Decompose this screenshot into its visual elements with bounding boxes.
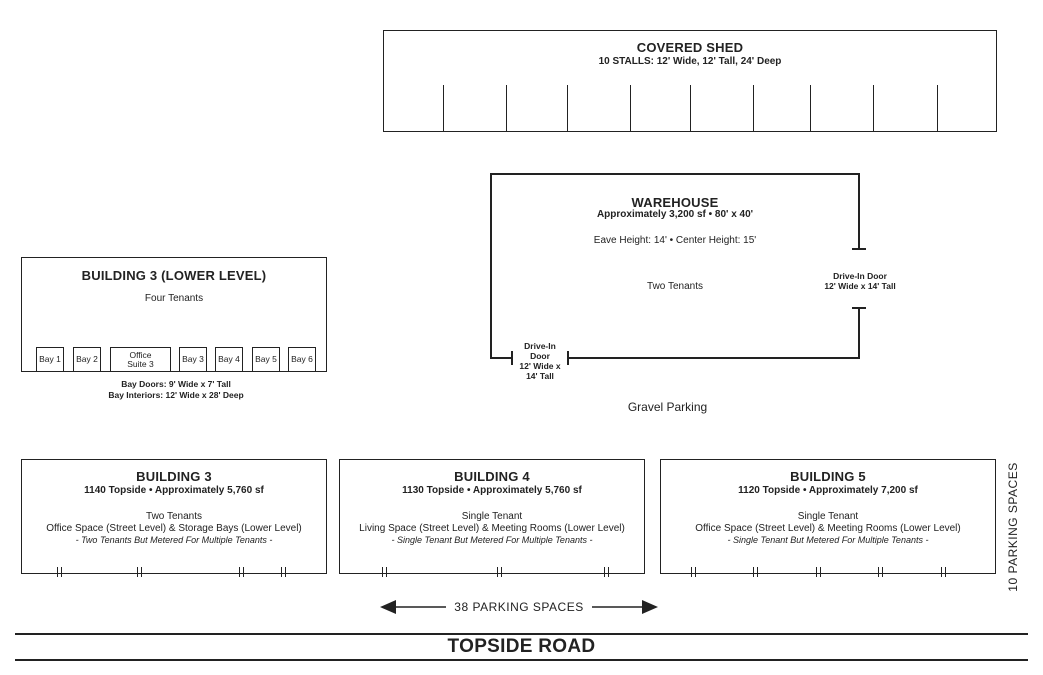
warehouse-heights: Eave Height: 14' • Center Height: 15': [593, 235, 757, 246]
building3-lower-title: BUILDING 3 (LOWER LEVEL): [81, 268, 267, 283]
building5: BUILDING 5 1120 Topside • Approximately …: [660, 459, 996, 574]
utility-meter-mark: [691, 567, 696, 577]
warehouse-wall-top: [490, 173, 860, 175]
shed-stall-divider: [937, 85, 939, 131]
utility-meter-mark: [604, 567, 609, 577]
utility-meter-mark: [816, 567, 821, 577]
warehouse-title: WAREHOUSE: [631, 195, 719, 210]
building-meter-note: - Single Tenant But Metered For Multiple…: [727, 535, 929, 545]
bay: Bay 2: [73, 347, 101, 372]
drive-in-door-right-label: Drive-In Door 12' Wide x 14' Tall: [810, 271, 910, 291]
building-tenants: Single Tenant: [461, 511, 523, 522]
utility-meter-mark: [57, 567, 62, 577]
door-label-line: 12' Wide x 14' Tall: [824, 281, 896, 291]
building-tenants: Two Tenants: [146, 511, 202, 522]
shed-stall-divider: [443, 85, 445, 131]
drive-in-door-bottom-label: Drive-In Door 12' Wide x 14' Tall: [508, 341, 572, 381]
office-suite: Office Suite 3: [110, 347, 171, 372]
warehouse-subtitle: Approximately 3,200 sf • 80' x 40': [596, 209, 754, 220]
bay-interiors-note: Bay Interiors: 12' Wide x 28' Deep: [108, 390, 244, 400]
utility-meter-mark: [753, 567, 758, 577]
bay: Bay 3: [179, 347, 207, 372]
door-label-line: Drive-In: [524, 341, 556, 351]
building-tenants: Single Tenant: [797, 511, 859, 522]
utility-meter-mark: [497, 567, 502, 577]
utility-meter-mark: [382, 567, 387, 577]
shed-stall-divider: [567, 85, 569, 131]
building-meter-note: - Single Tenant But Metered For Multiple…: [391, 535, 593, 545]
front-parking-label: 38 PARKING SPACES: [454, 600, 584, 614]
bay: Bay 5: [252, 347, 280, 372]
door-jamb: [511, 351, 513, 365]
building-title: BUILDING 3: [136, 469, 212, 484]
shed-stall-divider: [506, 85, 508, 131]
shed-stall-divider: [810, 85, 812, 131]
covered-shed-subtitle: 10 STALLS: 12' Wide, 12' Tall, 24' Deep: [598, 56, 782, 67]
warehouse-wall-bottom-left: [490, 357, 512, 359]
building-use: Office Space (Street Level) & Storage Ba…: [46, 523, 302, 534]
road-name: TOPSIDE ROAD: [447, 636, 596, 657]
door-label-line: 12' Wide x: [519, 361, 561, 371]
gravel-parking-label: Gravel Parking: [627, 400, 708, 414]
utility-meter-mark: [878, 567, 883, 577]
utility-meter-mark: [239, 567, 244, 577]
door-label-line: Drive-In Door: [833, 271, 887, 281]
right-arrow-icon: [592, 600, 658, 614]
building-use: Office Space (Street Level) & Meeting Ro…: [695, 523, 961, 534]
door-jamb: [567, 351, 569, 365]
bay-doors-note: Bay Doors: 9' Wide x 7' Tall: [121, 379, 231, 389]
door-jamb: [852, 248, 866, 250]
left-arrow-icon: [380, 600, 446, 614]
warehouse-wall-left: [490, 173, 492, 358]
bay: Bay 6: [288, 347, 316, 372]
warehouse-wall-right-upper: [858, 173, 860, 249]
bay: Bay 1: [36, 347, 64, 372]
shed-stall-divider: [630, 85, 632, 131]
shed-stall-divider: [873, 85, 875, 131]
utility-meter-mark: [137, 567, 142, 577]
utility-meter-mark: [281, 567, 286, 577]
building4: BUILDING 4 1130 Topside • Approximately …: [339, 459, 645, 574]
warehouse-tenants: Two Tenants: [647, 281, 703, 292]
building3: BUILDING 3 1140 Topside • Approximately …: [21, 459, 327, 574]
building3-lower-tenants: Four Tenants: [144, 293, 204, 304]
warehouse-wall-bottom-right: [567, 357, 860, 359]
building-subtitle: 1130 Topside • Approximately 5,760 sf: [402, 485, 582, 496]
building-meter-note: - Two Tenants But Metered For Multiple T…: [75, 535, 273, 545]
building-title: BUILDING 4: [454, 469, 530, 484]
covered-shed-title: COVERED SHED: [636, 40, 744, 55]
building-use: Living Space (Street Level) & Meeting Ro…: [359, 523, 625, 534]
door-jamb: [852, 307, 866, 309]
door-label-line: Door: [530, 351, 550, 361]
door-label-line: 14' Tall: [526, 371, 554, 381]
road-edge-bottom: [15, 659, 1028, 661]
bay: Bay 4: [215, 347, 243, 372]
building-subtitle: 1120 Topside • Approximately 7,200 sf: [738, 485, 918, 496]
building-title: BUILDING 5: [790, 469, 866, 484]
shed-stall-divider: [690, 85, 692, 131]
shed-stall-divider: [753, 85, 755, 131]
building-subtitle: 1140 Topside • Approximately 5,760 sf: [84, 485, 264, 496]
bay-notes: Bay Doors: 9' Wide x 7' Tall Bay Interio…: [21, 379, 331, 401]
road-edge-top: [15, 633, 1028, 635]
warehouse-wall-right-lower: [858, 307, 860, 358]
utility-meter-mark: [941, 567, 946, 577]
